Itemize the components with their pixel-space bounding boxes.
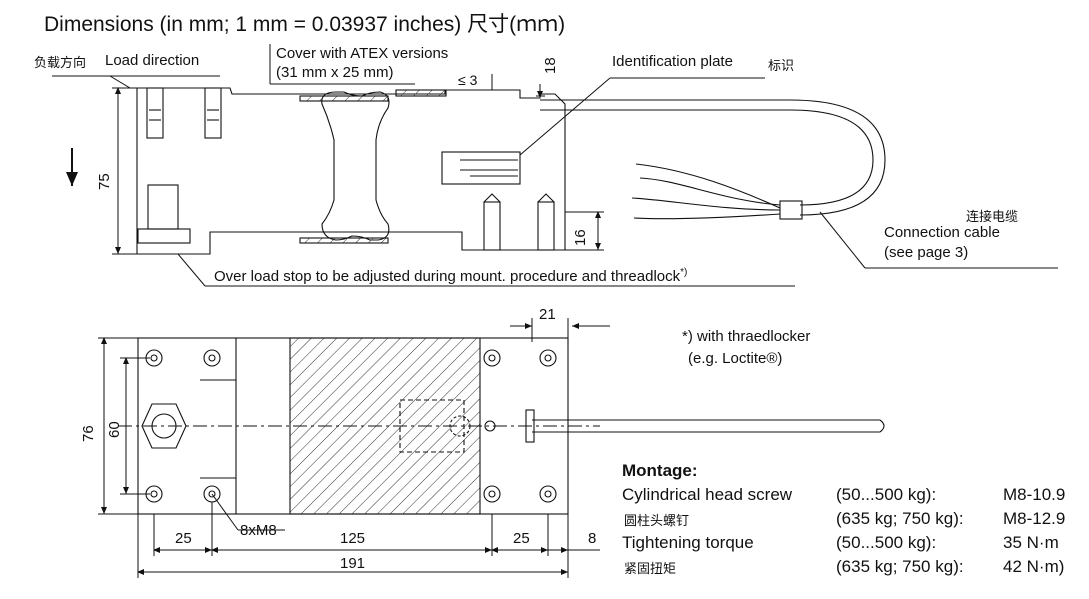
- screw-b: [204, 87, 222, 139]
- montage-row-range: (50...500 kg):: [836, 485, 937, 504]
- id-plate-cn-label: 标识: [768, 59, 795, 74]
- load-direction-cn-label: 负载方向: [34, 56, 87, 71]
- dim-76: 76: [80, 425, 97, 442]
- montage-row-value: M8-12.9: [1003, 509, 1066, 528]
- side-view: [136, 87, 886, 255]
- dim-8: 8: [588, 530, 597, 547]
- footnote-line1: *) with thraedlocker: [682, 328, 811, 345]
- screws-label: 8xM8: [240, 522, 277, 539]
- side-cutout: [321, 91, 390, 241]
- footnote-line2: (e.g. Loctite®): [688, 350, 783, 367]
- montage-row-range: (635 kg; 750 kg):: [836, 557, 964, 576]
- cover-label-line1: Cover with ATEX versions: [276, 45, 449, 62]
- side-cable: [540, 99, 886, 216]
- le3-label: ≤ 3: [458, 72, 478, 88]
- cable-cn-label: 连接电缆: [966, 210, 1019, 225]
- overload-nut: [137, 228, 191, 244]
- page-title: Dimensions (in mm; 1 mm = 0.03937 inches…: [44, 13, 566, 36]
- montage-row-label: 紧固扭矩: [624, 562, 677, 577]
- montage-row-label: Cylindrical head screw: [622, 485, 793, 504]
- dim-75: 75: [96, 173, 113, 190]
- dim-18: 18: [542, 57, 559, 74]
- plan-view: [118, 337, 885, 515]
- dim-60: 60: [106, 421, 123, 438]
- id-plate-label: Identification plate: [612, 53, 733, 70]
- cable-label-line2: (see page 3): [884, 244, 969, 261]
- dim-21: 21: [539, 306, 556, 323]
- montage-row-range: (50...500 kg):: [836, 533, 937, 552]
- screw-a: [146, 87, 164, 139]
- load-direction-label: Load direction: [105, 52, 200, 69]
- cable-label-line1: Connection cable: [884, 224, 1000, 241]
- montage-row-label: 圆柱头螺钉: [624, 514, 690, 529]
- montage-row-value: 35 N·m: [1003, 533, 1059, 552]
- screw-c: [483, 201, 501, 251]
- dim-125: 125: [340, 530, 366, 547]
- montage-heading: Montage:: [622, 461, 698, 480]
- side-body-outline: [136, 87, 566, 255]
- montage-row-value: 42 N·m): [1003, 557, 1065, 576]
- montage-row-value: M8-10.9: [1003, 485, 1066, 504]
- dim-191: 191: [340, 555, 366, 572]
- cover-label-line2: (31 mm x 25 mm): [276, 64, 394, 81]
- montage-row-label: Tightening torque: [622, 533, 754, 552]
- side-dimensions: [52, 44, 1058, 287]
- montage-row-range: (635 kg; 750 kg):: [836, 509, 964, 528]
- overload-note: Over load stop to be adjusted during mou…: [214, 267, 687, 285]
- dim-25-right: 25: [513, 530, 530, 547]
- overload-bolt: [147, 184, 179, 230]
- dim-25-left: 25: [175, 530, 192, 547]
- overload-note-mark: *): [680, 267, 688, 278]
- overload-note-text: Over load stop to be adjusted during mou…: [214, 268, 681, 285]
- screw-d: [537, 201, 555, 251]
- dim-16: 16: [572, 229, 589, 246]
- plan-dimensions: [98, 318, 610, 578]
- id-plate: [441, 151, 521, 185]
